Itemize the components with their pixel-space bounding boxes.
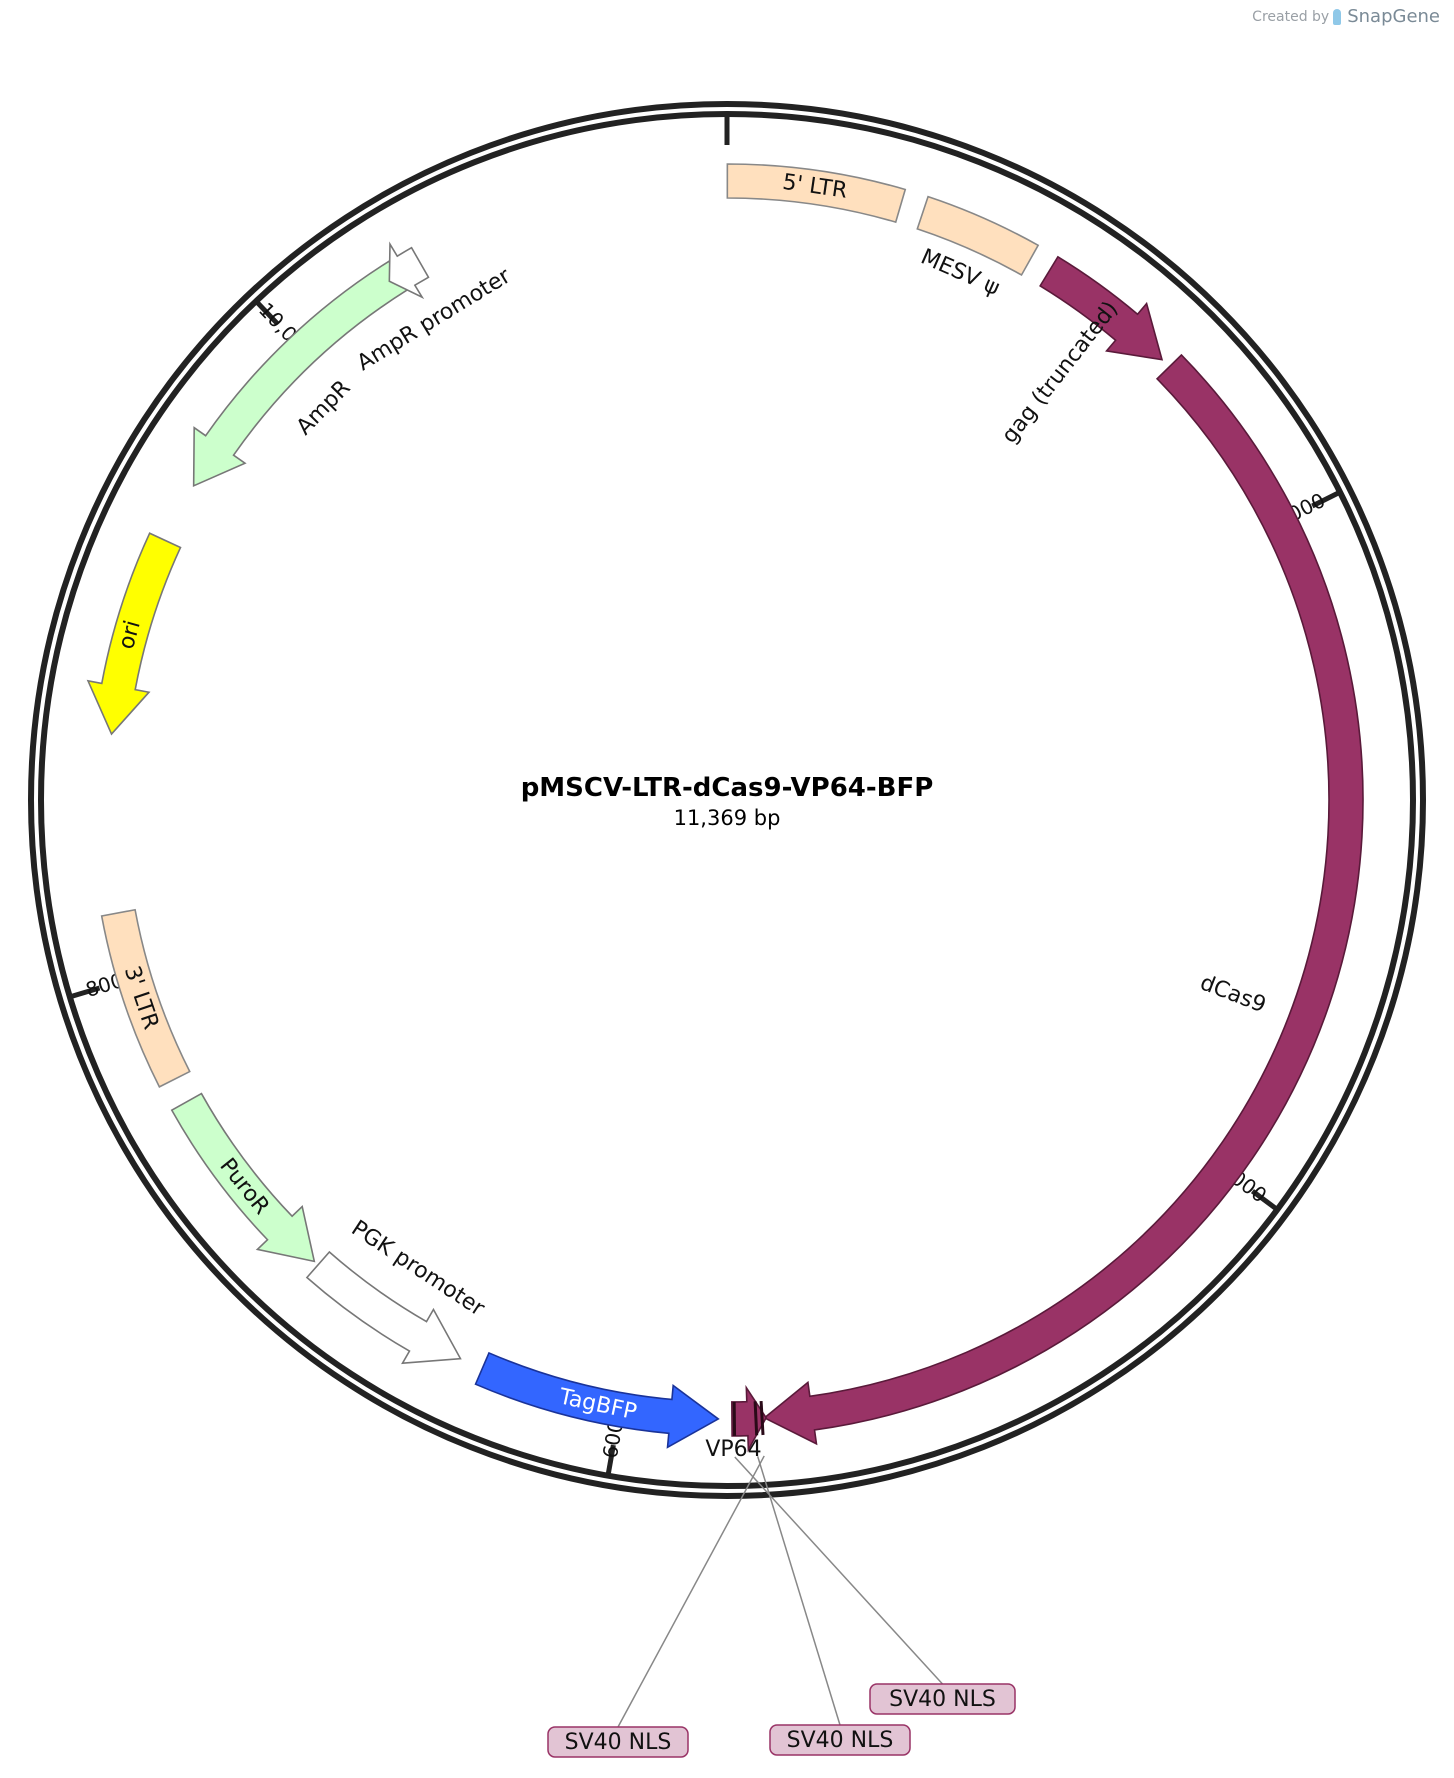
tick-mark-2000 bbox=[1311, 489, 1342, 509]
nls-label-box[interactable] bbox=[869, 1683, 1016, 1715]
snapgene-logo-icon bbox=[1333, 8, 1342, 25]
feature-ampr[interactable] bbox=[192, 260, 409, 488]
feature-pgk[interactable] bbox=[305, 1250, 462, 1365]
feature-ori[interactable] bbox=[86, 532, 182, 736]
nls-marker bbox=[759, 1400, 765, 1436]
tick-mark-4000 bbox=[1250, 1189, 1279, 1212]
nls-callouts: SV40 NLS SV40 NLS SV40 NLS bbox=[547, 1400, 1016, 1758]
feature-gag[interactable] bbox=[1039, 255, 1164, 361]
nls-leader-line bbox=[734, 1456, 944, 1685]
feature-label-dcas9: dCas9 bbox=[1197, 970, 1270, 1018]
feature-amprp[interactable] bbox=[388, 241, 430, 300]
nls-marker bbox=[753, 1401, 759, 1436]
feature-label-ampr: AmpR bbox=[292, 376, 356, 441]
nls-leader-line bbox=[617, 1455, 765, 1728]
feature-5ltr[interactable] bbox=[726, 163, 907, 224]
tick-mark-6000 bbox=[605, 1444, 616, 1477]
feature-3ltr[interactable] bbox=[100, 908, 191, 1088]
plasmid-length: 11,369 bp bbox=[674, 806, 781, 830]
tick-mark-8000 bbox=[69, 985, 101, 1000]
nls-leader-line bbox=[756, 1456, 841, 1726]
feature-puror[interactable] bbox=[170, 1092, 316, 1263]
nls-label: SV40 NLS bbox=[565, 1730, 672, 1755]
feature-dcas9[interactable] bbox=[762, 353, 1364, 1446]
snapgene-credit: Created by SnapGene bbox=[1252, 6, 1440, 27]
tick-mark-10000 bbox=[254, 299, 280, 326]
feature-label-gag: gag (truncated) bbox=[997, 297, 1123, 449]
nls-label-box[interactable] bbox=[769, 1724, 911, 1756]
nls-label: SV40 NLS bbox=[787, 1728, 894, 1753]
credit-prefix: Created by bbox=[1252, 8, 1330, 25]
feature-mesv[interactable] bbox=[916, 195, 1040, 277]
feature-label-vp64: VP64 bbox=[705, 1437, 761, 1462]
plasmid-title: pMSCV-LTR-dCas9-VP64-BFP bbox=[521, 773, 934, 803]
nls-label: SV40 NLS bbox=[889, 1687, 996, 1712]
credit-brand: SnapGene bbox=[1347, 6, 1440, 27]
nls-label-box[interactable] bbox=[547, 1726, 689, 1758]
feature-tagbfp[interactable] bbox=[474, 1351, 720, 1449]
